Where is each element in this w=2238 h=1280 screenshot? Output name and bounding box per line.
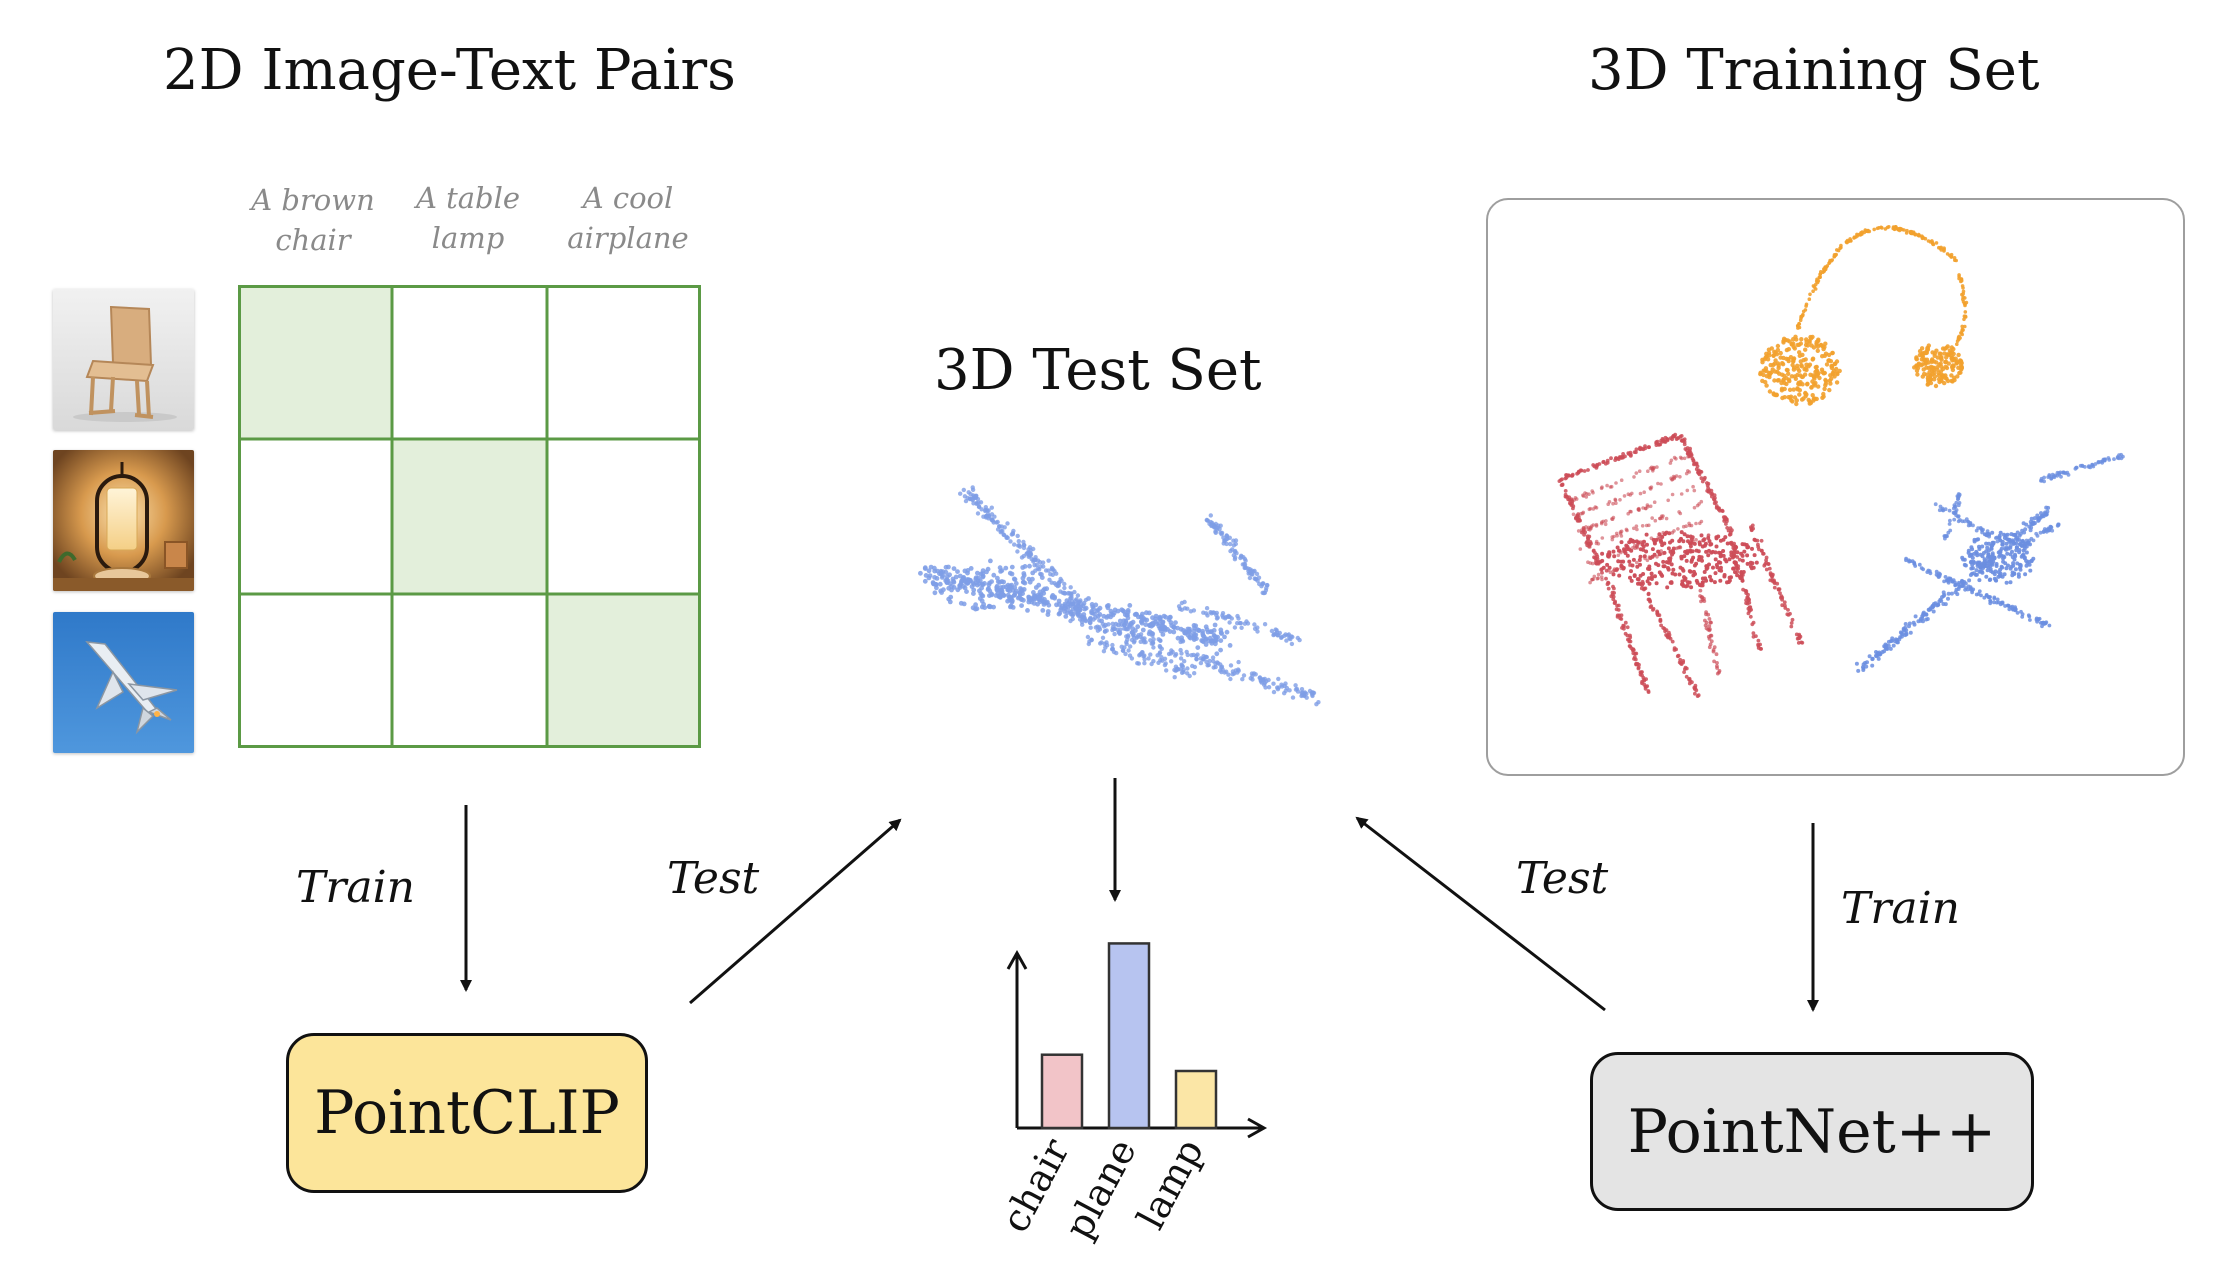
arrow-pointclip-to-testset [689, 818, 902, 1005]
chair-point-cloud [1557, 432, 1805, 698]
pointclip-box: PointCLIP [286, 1033, 648, 1193]
matrix-cell-match [392, 439, 547, 594]
arrow-pointnet-to-testset [1355, 816, 1606, 1012]
test-plane-point-cloud [918, 485, 1321, 707]
chair-photo [53, 289, 194, 430]
edge-label-test-right: Test [1516, 853, 1609, 904]
pointnet-box: PointNet++ [1590, 1052, 2034, 1211]
heading-3d-test-set: 3D Test Set [934, 338, 1262, 403]
caption-cool-airplane: A cool airplane [548, 178, 708, 258]
caption-line: A table [415, 181, 521, 215]
jet-photo [53, 612, 194, 753]
training-plane-point-cloud [1854, 452, 2125, 673]
pointnet-label: PointNet++ [1627, 1096, 1997, 1167]
edge-label-train-left: Train [296, 862, 416, 913]
matrix-grid-lines [238, 285, 701, 748]
pointclip-label: PointCLIP [314, 1078, 620, 1148]
heading-3d-training-set: 3D Training Set [1588, 38, 2040, 103]
edge-label-train-right: Train [1841, 883, 1961, 934]
lamp-photo [53, 450, 194, 591]
caption-line: lamp [431, 221, 505, 255]
caption-line: A cool [582, 181, 674, 215]
edge-label-test-left: Test [667, 853, 760, 904]
caption-table-lamp: A table lamp [393, 178, 543, 258]
matrix-cell-match [238, 285, 392, 439]
matrix-cell-match [547, 594, 701, 748]
caption-brown-chair: A brown chair [238, 180, 388, 260]
heading-2d-pairs: 2D Image-Text Pairs [163, 38, 736, 103]
similarity-matrix [238, 285, 701, 748]
caption-line: airplane [567, 221, 689, 255]
lamp-point-cloud [1758, 225, 1969, 407]
caption-line: A brown [251, 183, 375, 217]
caption-line: chair [275, 223, 351, 257]
